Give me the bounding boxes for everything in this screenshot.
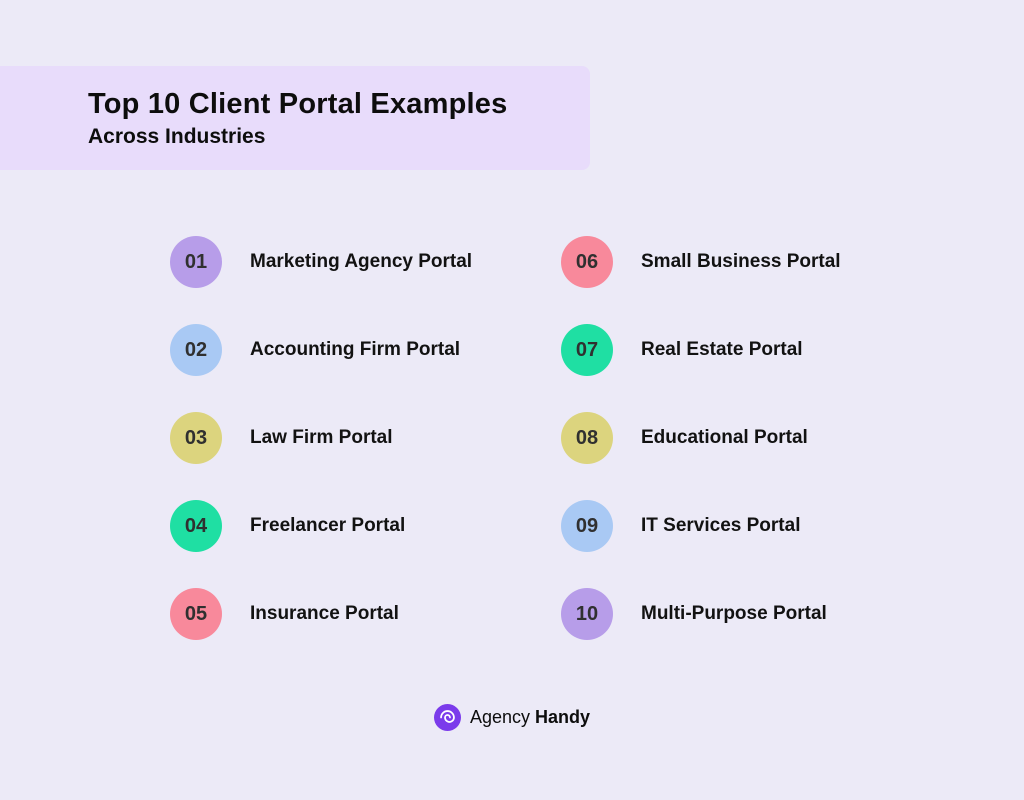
brand-name-first: Agency [469,707,530,727]
list-item-label: Educational Portal [641,427,808,448]
brand-name-second: Handy [535,707,591,727]
number-badge: 09 [561,500,613,552]
list-item-label: Real Estate Portal [641,339,803,360]
number-badge: 10 [561,588,613,640]
list-item: 05 Insurance Portal [170,588,472,640]
list-item-label: Multi-Purpose Portal [641,603,827,624]
list-item-label: Accounting Firm Portal [250,339,461,360]
brand-name: Agency Handy [470,707,590,728]
list-item: 04 Freelancer Portal [170,500,472,552]
list-item-label: Law Firm Portal [250,427,393,448]
number-badge: 05 [170,588,222,640]
header-banner: Top 10 Client Portal Examples Across Ind… [0,66,590,170]
number-badge: 03 [170,412,222,464]
list-item: 03 Law Firm Portal [170,412,472,464]
list-item: 07 Real Estate Portal [561,324,841,376]
list-item-label: Freelancer Portal [250,515,406,536]
list-item-label: Insurance Portal [250,603,399,624]
list-item-label: Marketing Agency Portal [250,251,473,272]
list-item-label: IT Services Portal [641,515,801,536]
list-item: 08 Educational Portal [561,412,841,464]
list-item: 09 IT Services Portal [561,500,841,552]
page-subtitle: Across Industries [88,125,266,149]
number-badge: 07 [561,324,613,376]
list-item: 06 Small Business Portal [561,236,841,288]
list-item: 10 Multi-Purpose Portal [561,588,841,640]
portal-list-left: 01 Marketing Agency Portal 02 Accounting… [170,236,472,676]
agency-handy-logo-icon [433,704,461,731]
number-badge: 04 [170,500,222,552]
number-badge: 06 [561,236,613,288]
list-item: 02 Accounting Firm Portal [170,324,472,376]
portal-list-right: 06 Small Business Portal 07 Real Estate … [561,236,841,676]
page-title: Top 10 Client Portal Examples [88,87,508,120]
brand-footer: Agency Handy [0,704,1024,731]
list-item: 01 Marketing Agency Portal [170,236,472,288]
number-badge: 01 [170,236,222,288]
list-item-label: Small Business Portal [641,251,841,272]
number-badge: 08 [561,412,613,464]
number-badge: 02 [170,324,222,376]
